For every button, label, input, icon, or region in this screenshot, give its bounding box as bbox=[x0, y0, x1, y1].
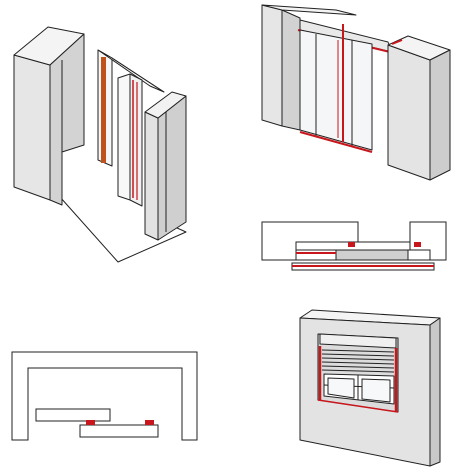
panel-sliding-glass-panel bbox=[261, 4, 451, 181]
right-post-side bbox=[157, 95, 187, 241]
glass-door-panel-1 bbox=[117, 73, 131, 201]
red-seal-right bbox=[145, 420, 154, 425]
panel-u-frame-section bbox=[11, 351, 198, 441]
left-wall-top bbox=[261, 4, 357, 16]
glass-door-panel-2 bbox=[129, 73, 143, 207]
red-seal-stop-right bbox=[414, 242, 421, 247]
u-frame-outline bbox=[11, 351, 198, 441]
left-wall-side bbox=[281, 9, 301, 131]
glass-pane-right bbox=[361, 378, 391, 403]
slat bbox=[321, 361, 395, 365]
glass-pane-left bbox=[327, 377, 355, 399]
red-seal-left bbox=[86, 420, 95, 425]
red-seal-right bbox=[391, 39, 403, 45]
panel-sliding-door-section bbox=[261, 221, 447, 271]
red-bottom-seal bbox=[299, 131, 373, 153]
offset-panel-upper bbox=[35, 408, 111, 422]
panel-roller-shutter bbox=[299, 309, 441, 467]
left-wall-face bbox=[261, 4, 283, 127]
slat bbox=[321, 369, 395, 373]
wood-seal-strip bbox=[101, 57, 106, 163]
glass-edge-1 bbox=[111, 57, 165, 93]
slat bbox=[321, 357, 395, 361]
right-post-top bbox=[144, 91, 187, 119]
slat bbox=[321, 353, 395, 357]
slat bbox=[321, 365, 395, 369]
offset-panel-lower bbox=[79, 424, 159, 438]
wall-side bbox=[429, 317, 441, 467]
inner-block bbox=[335, 249, 409, 261]
left-wall-front bbox=[13, 54, 51, 201]
panel-corner-glass-door bbox=[13, 26, 187, 263]
slat bbox=[321, 349, 395, 353]
shutter-slats bbox=[321, 349, 395, 373]
glass-sliding-panel bbox=[299, 29, 373, 151]
red-seal-stop-left bbox=[348, 242, 355, 247]
red-seal-sill bbox=[317, 399, 399, 413]
right-wall-front bbox=[387, 44, 431, 181]
right-wall-side bbox=[429, 49, 451, 181]
right-post-front bbox=[144, 111, 159, 241]
